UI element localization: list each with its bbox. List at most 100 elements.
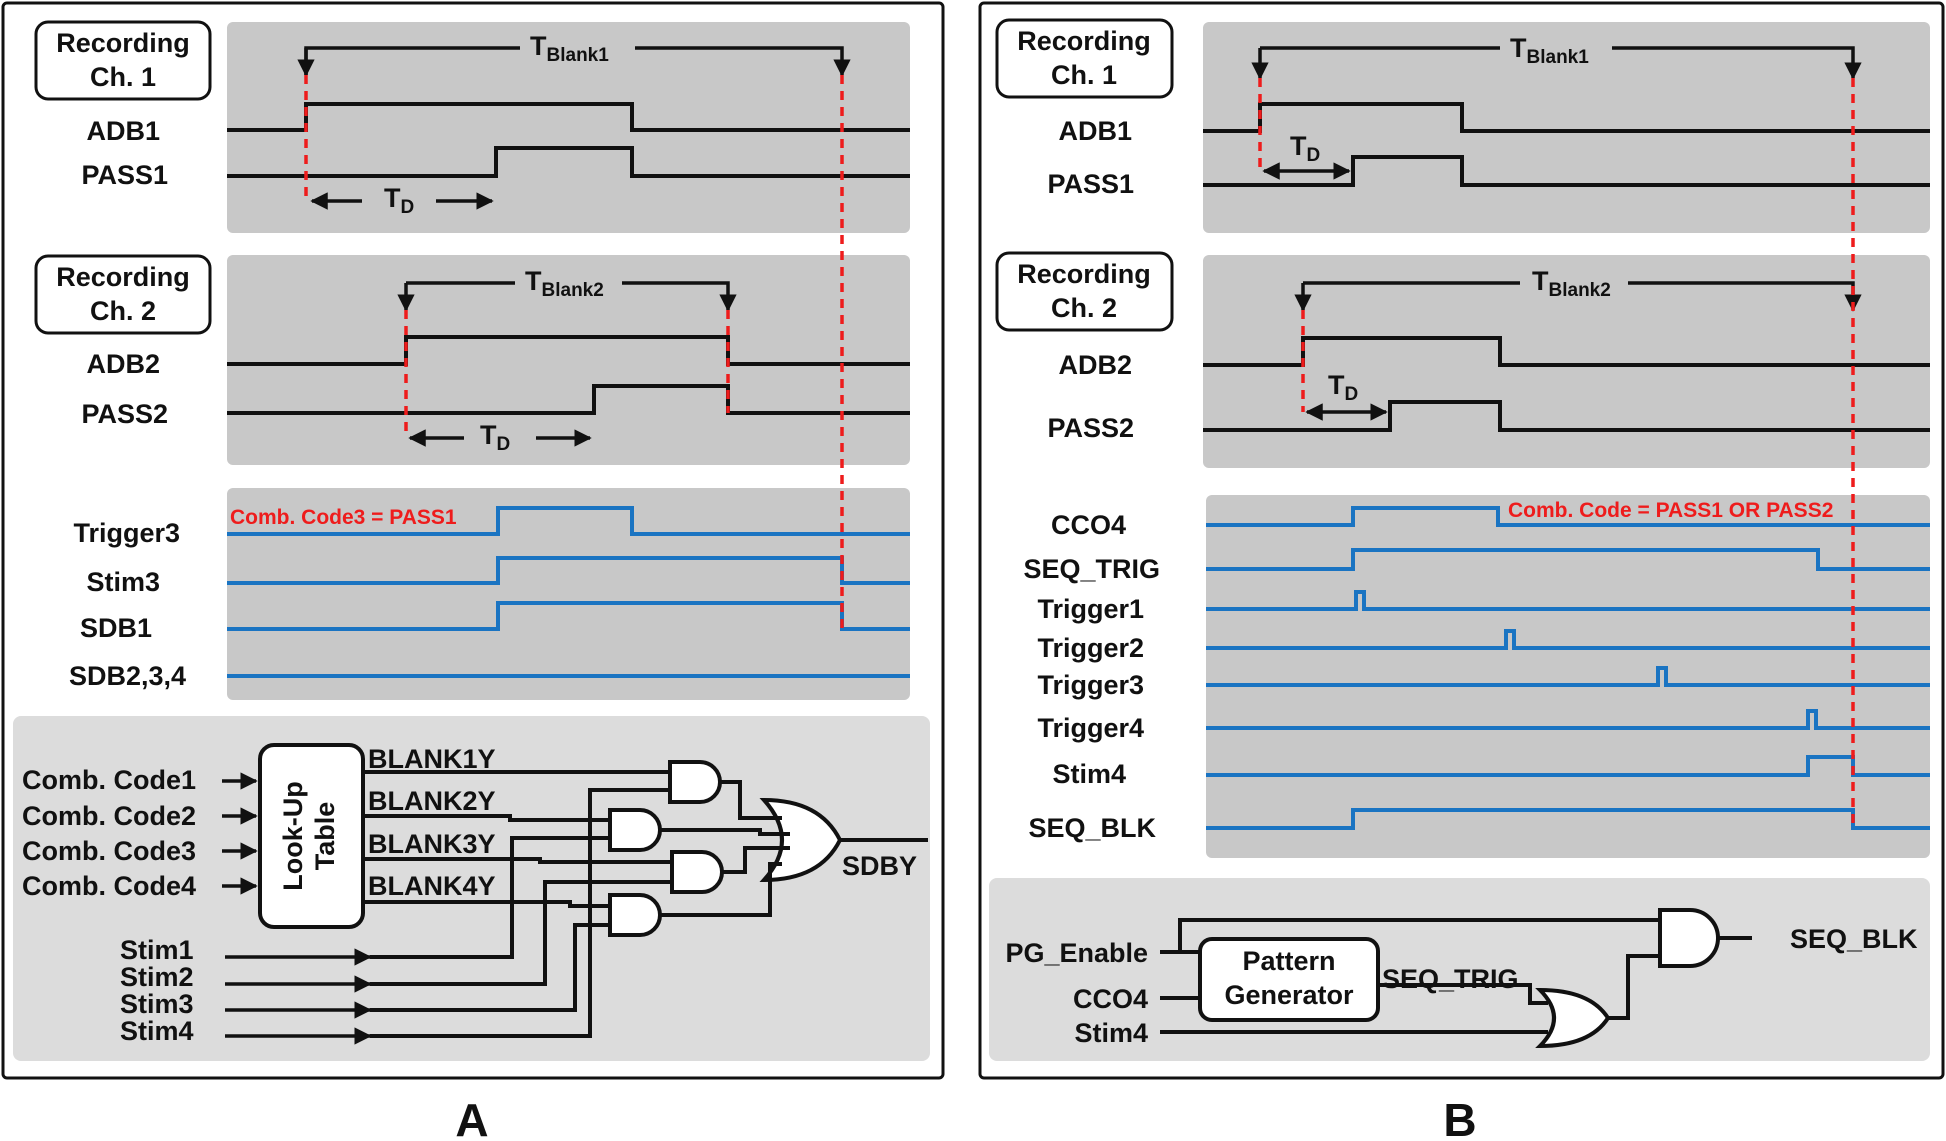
b-seqtrig-label: SEQ_TRIG (1023, 554, 1160, 584)
b-trigger3-trace (1206, 666, 1930, 687)
b-cco4-trace (1206, 506, 1930, 527)
a-stim3: Stim3 (120, 989, 194, 1019)
panel-b: Recording Ch. 1 ADB1 PASS1 TBlank1 TD Re… (978, 1, 1945, 1080)
b-pg-line2: Generator (1224, 980, 1354, 1010)
panel-b-letter: B (1443, 1094, 1476, 1141)
b-ch1-box (995, 18, 1174, 99)
a-stim-section: Comb. Code3 = PASS1 Trigger3 Stim3 SDB1 … (69, 488, 910, 700)
b-trigger3-label: Trigger3 (1037, 670, 1144, 700)
a-adb1-label: ADB1 (86, 116, 160, 146)
b-seq-blk-output: SEQ_BLK (1790, 924, 1918, 954)
b-pass1-label: PASS1 (1047, 169, 1134, 199)
a-ch2-box-line2: Ch. 2 (90, 296, 156, 326)
a-lookup-table (258, 743, 365, 929)
b-trigger4-trace (1206, 709, 1930, 730)
panel-a-frame (1, 1, 945, 1080)
a-channel-1: Recording Ch. 1 ADB1 PASS1 TBlank1 TD (34, 20, 910, 233)
b-trigger1-label: Trigger1 (1037, 594, 1144, 624)
b-cco4-label: CCO4 (1051, 510, 1126, 540)
a-ch1-td-label: TD (384, 183, 414, 218)
a-stim3-label: Stim3 (86, 567, 160, 597)
b-pass1-trace (1203, 155, 1930, 187)
b-stim4-input: Stim4 (1074, 1018, 1148, 1048)
a-pass1-label: PASS1 (81, 160, 168, 190)
b-or-gate (1535, 987, 1611, 1049)
a-tblank1-label: TBlank1 (530, 31, 609, 66)
a-or-gate (759, 797, 843, 883)
b-ch1-td-label: TD (1290, 131, 1320, 166)
a-adb2-trace (227, 335, 910, 366)
a-trigger3-label: Trigger3 (73, 518, 180, 548)
a-stim4: Stim4 (120, 1016, 194, 1046)
b-tblank2-right (1628, 281, 1862, 312)
a-ch2-td-label: TD (480, 420, 510, 455)
b-pattern-generator (1198, 937, 1380, 1022)
a-trigger3-trace (227, 506, 910, 536)
b-seq-trig-wire-label: SEQ_TRIG (1382, 964, 1519, 994)
b-pg-line1: Pattern (1242, 946, 1335, 976)
b-trigger1-trace (1206, 590, 1930, 611)
a-tblank1-right (635, 46, 851, 77)
b-ch2-box-line1: Recording (1017, 259, 1151, 289)
a-blank4y: BLANK4Y (368, 871, 496, 901)
b-tblank1-right (1612, 46, 1862, 80)
a-and-gate-3 (670, 850, 724, 894)
b-ch2-box-line2: Ch. 2 (1051, 293, 1117, 323)
a-ch1-box (34, 20, 212, 101)
b-ch1-panel (1203, 22, 1930, 233)
a-ch2-box-line1: Recording (56, 262, 190, 292)
b-seqblk-label: SEQ_BLK (1028, 813, 1156, 843)
a-pass2-trace (227, 384, 910, 415)
a-blank2y: BLANK2Y (368, 786, 496, 816)
a-and-gate-4 (608, 893, 662, 937)
b-ch1-box-line2: Ch. 1 (1051, 60, 1117, 90)
a-and-gate-1 (668, 760, 722, 804)
b-ch1-box-line1: Recording (1017, 26, 1151, 56)
a-comb-code3: Comb. Code3 (22, 836, 196, 866)
b-ch2-td-label: TD (1328, 370, 1358, 405)
a-comb-code1: Comb. Code1 (22, 765, 196, 795)
a-stim3-trace (227, 556, 910, 585)
b-tblank1-label: TBlank1 (1510, 33, 1589, 68)
a-sdb1-label: SDB1 (80, 613, 152, 643)
b-adb2-label: ADB2 (1058, 350, 1132, 380)
b-pass2-trace (1203, 400, 1930, 432)
a-lut-line2: Table (310, 802, 340, 871)
b-channel-1: Recording Ch. 1 ADB1 PASS1 TBlank1 TD (995, 18, 1930, 233)
a-blank1y: BLANK1Y (368, 744, 496, 774)
a-stim2: Stim2 (120, 962, 194, 992)
b-logic-section: PG_Enable CCO4 Stim4 Pattern Generator S… (989, 878, 1930, 1061)
a-comb-code-annotation: Comb. Code3 = PASS1 (230, 506, 457, 529)
a-channel-2: Recording Ch. 2 ADB2 PASS2 TBlank2 TD (34, 254, 910, 465)
a-adb1-trace (227, 102, 910, 132)
b-stim4-trace (1206, 755, 1930, 777)
a-adb2-label: ADB2 (86, 349, 160, 379)
b-adb2-trace (1203, 336, 1930, 367)
a-tblank2-right (622, 281, 737, 312)
b-adb1-label: ADB1 (1058, 116, 1132, 146)
a-blank3y: BLANK3Y (368, 829, 496, 859)
a-stim1: Stim1 (120, 935, 194, 965)
panel-a-letter: A (455, 1094, 488, 1141)
b-ch2-box (995, 251, 1174, 332)
panel-b-frame (978, 1, 1945, 1080)
a-ch1-panel (227, 22, 910, 233)
a-tblank2-label: TBlank2 (525, 266, 604, 301)
a-comb-code4: Comb. Code4 (22, 871, 196, 901)
a-logic-section: Comb. Code1 Comb. Code2 Comb. Code3 Comb… (13, 716, 930, 1061)
b-seqtrig-trace (1206, 548, 1930, 571)
a-comb-code2: Comb. Code2 (22, 801, 196, 831)
b-seqblk-trace (1206, 808, 1930, 830)
a-ch2-box (34, 254, 212, 335)
b-trigger2-trace (1206, 629, 1930, 650)
a-and-gate-2 (608, 808, 662, 852)
b-trigger4-label: Trigger4 (1037, 713, 1144, 743)
a-sdby-label: SDBY (842, 851, 917, 881)
b-pg-enable: PG_Enable (1005, 938, 1148, 968)
b-stim4-label: Stim4 (1052, 759, 1126, 789)
panel-a: Recording Ch. 1 ADB1 PASS1 TBlank1 TD Re… (1, 1, 945, 1080)
b-pass2-label: PASS2 (1047, 413, 1134, 443)
b-and-gate (1658, 908, 1720, 968)
a-sdb234-label: SDB2,3,4 (69, 661, 186, 691)
